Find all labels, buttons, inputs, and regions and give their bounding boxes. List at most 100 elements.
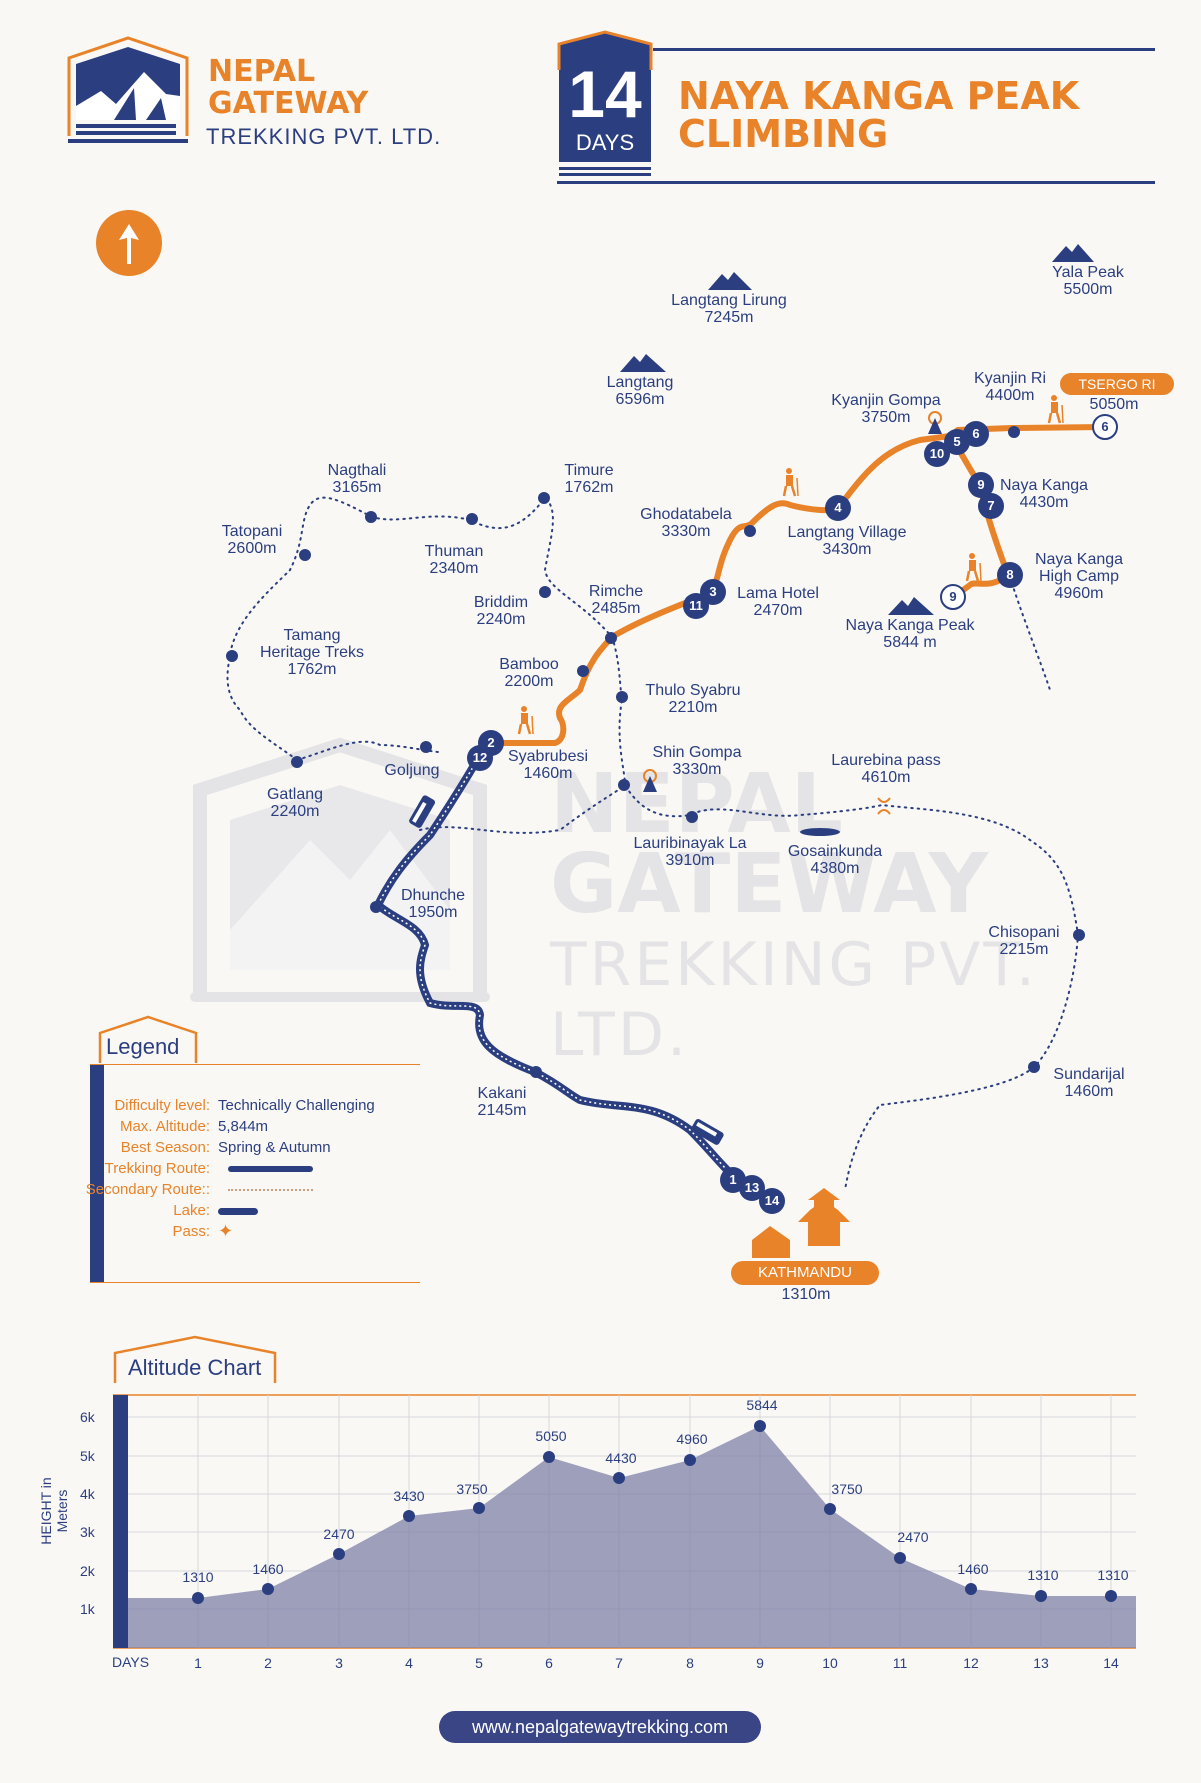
xtick: 6 bbox=[545, 1655, 553, 1671]
chart-title: Altitude Chart bbox=[128, 1355, 262, 1380]
tsergo-ri-badge: TSERGO RI bbox=[1060, 373, 1174, 395]
watermark-logo-icon bbox=[190, 737, 490, 1002]
day-marker-8: 8 bbox=[997, 562, 1023, 588]
data-label: 1460 bbox=[252, 1561, 284, 1577]
lake-swatch-icon bbox=[218, 1208, 258, 1215]
xtick: 11 bbox=[892, 1655, 908, 1671]
xtick: 7 bbox=[615, 1655, 623, 1671]
page-title-line2: CLIMBING bbox=[678, 112, 889, 156]
page-title-line1: NAYA KANGA PEAK bbox=[678, 74, 1080, 118]
ytick: 2k bbox=[80, 1563, 95, 1579]
route-map bbox=[226, 244, 1108, 1258]
data-label: 5844 bbox=[746, 1397, 778, 1413]
xtick: 3 bbox=[335, 1655, 343, 1671]
place-tsergo-ri-alt: 5050m bbox=[1089, 396, 1139, 413]
chart-plot bbox=[113, 1394, 1136, 1649]
legend-row: Pass:✦ bbox=[172, 1221, 234, 1241]
days-number: 14 bbox=[568, 57, 642, 131]
north-arrow bbox=[96, 210, 162, 276]
legend-row: Difficulty level:Technically Challenging bbox=[114, 1097, 375, 1114]
bus-icons bbox=[409, 795, 724, 1145]
day-marker-12: 12 bbox=[467, 745, 493, 771]
brand-logo bbox=[66, 36, 191, 153]
brand-name-line1: NEPAL bbox=[208, 54, 316, 89]
data-label: 1310 bbox=[182, 1569, 214, 1585]
legend-row: Max. Altitude:5,844m bbox=[119, 1118, 269, 1135]
day-marker-10: 10 bbox=[924, 441, 950, 467]
chart-tab-icon bbox=[113, 1335, 277, 1383]
day-marker-14: 14 bbox=[759, 1188, 785, 1214]
data-label: 3750 bbox=[456, 1481, 488, 1497]
website-link[interactable]: www.nepalgatewaytrekking.com bbox=[439, 1711, 761, 1743]
xtick: 2 bbox=[264, 1655, 272, 1671]
days-label: DAYS bbox=[575, 130, 635, 155]
legend-tab-icon bbox=[98, 1015, 198, 1063]
day-marker-6: 6 bbox=[963, 421, 989, 447]
gompa-icons bbox=[643, 411, 942, 792]
day-marker-4: 4 bbox=[825, 495, 851, 521]
day-marker-9-peak: 9 bbox=[940, 584, 966, 610]
ytick: 3k bbox=[80, 1524, 95, 1540]
ytick: 1k bbox=[80, 1601, 95, 1617]
data-label: 1460 bbox=[957, 1561, 989, 1577]
xtick: 9 bbox=[756, 1655, 764, 1671]
xtick: 1 bbox=[194, 1655, 202, 1671]
legend-bottom-rule bbox=[90, 1282, 420, 1283]
place-goljung: Goljung bbox=[384, 762, 440, 779]
secondary-route-swatch-icon bbox=[228, 1189, 313, 1191]
data-label: 1310 bbox=[1097, 1567, 1129, 1583]
legend-panel: Legend Difficulty level:Technically Chal… bbox=[86, 1015, 420, 1285]
data-label: 2470 bbox=[897, 1529, 929, 1545]
data-label: 1310 bbox=[1027, 1567, 1059, 1583]
xtick: 10 bbox=[822, 1655, 838, 1671]
data-label: 4430 bbox=[605, 1450, 637, 1466]
legend-row: Lake: bbox=[40, 1200, 375, 1221]
day-marker-6-tsergo: 6 bbox=[1092, 414, 1118, 440]
mountain-peak-icons bbox=[620, 244, 1094, 615]
header-rule-top bbox=[653, 48, 1155, 51]
xtick: 4 bbox=[405, 1655, 413, 1671]
xtick: 12 bbox=[963, 1655, 979, 1671]
watermark: NEPAL GATEWAY TREKKING PVT. LTD. bbox=[190, 730, 1110, 1070]
xtick: 14 bbox=[1103, 1655, 1119, 1671]
hiker-icons bbox=[517, 395, 1064, 735]
kathmandu-badge: KATHMANDU bbox=[731, 1261, 879, 1285]
ytick: 5k bbox=[80, 1448, 95, 1464]
trekking-route-road bbox=[373, 751, 742, 1184]
secondary-routes bbox=[226, 496, 1080, 1191]
chart-area bbox=[128, 1426, 1136, 1648]
xtick: 8 bbox=[686, 1655, 694, 1671]
xtick: 5 bbox=[475, 1655, 483, 1671]
north-arrow-icon bbox=[119, 224, 139, 264]
pass-icon bbox=[877, 797, 891, 815]
lake-icon bbox=[800, 828, 840, 836]
data-label: 3750 bbox=[831, 1481, 863, 1497]
ytick: 6k bbox=[80, 1409, 95, 1425]
waypoint-dots bbox=[226, 426, 1085, 1078]
place-kathmandu-alt: 1310m bbox=[781, 1286, 831, 1303]
data-label: 2470 bbox=[323, 1526, 355, 1542]
mountain-logo-icon bbox=[67, 36, 189, 143]
ytick: 4k bbox=[80, 1486, 95, 1502]
